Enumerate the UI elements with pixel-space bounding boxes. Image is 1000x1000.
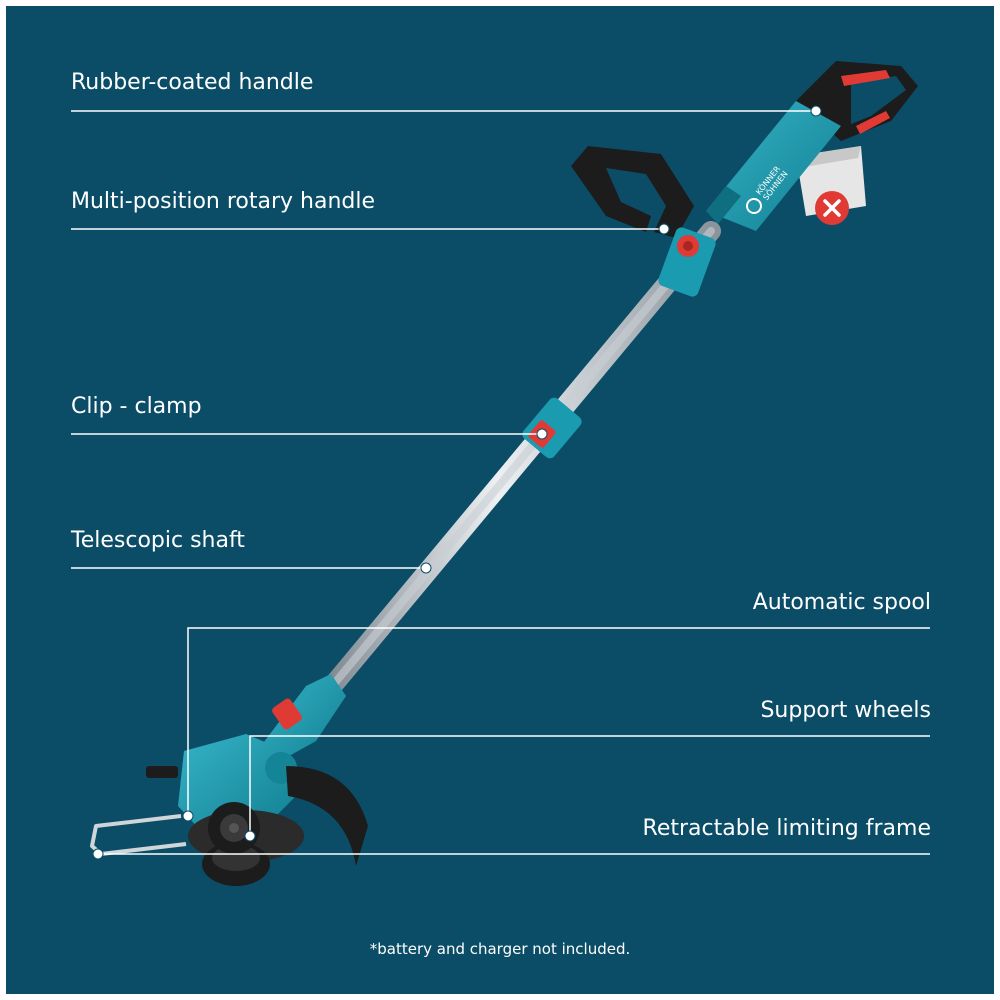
- telescopic-shaft: [314, 221, 721, 706]
- label-multi-position-rotary-handle: Multi-position rotary handle: [71, 189, 376, 214]
- callout-dots: [92, 105, 822, 860]
- label-support-wheels: Support wheels: [760, 698, 931, 723]
- footnote: *battery and charger not included.: [369, 940, 631, 958]
- label-automatic-spool: Automatic spool: [752, 590, 931, 615]
- callout-line-support-wheels: [249, 735, 930, 834]
- label-clip-clamp: Clip - clamp: [71, 394, 202, 419]
- not-included-icon: [815, 191, 849, 225]
- label-rubber-coated-handle: Rubber-coated handle: [71, 70, 314, 95]
- limiting-frame: [90, 814, 187, 856]
- front-d-handle: [571, 146, 716, 297]
- callout-line-automatic-spool: [187, 627, 930, 814]
- trimmer-illustration: KÖNNER SÖHNEN: [71, 61, 930, 886]
- callout-lines: [71, 110, 930, 855]
- product-infographic: KÖNNER SÖHNEN: [6, 6, 994, 994]
- support-wheel: [208, 802, 260, 854]
- label-telescopic-shaft: Telescopic shaft: [71, 528, 245, 553]
- motor-housing-top: [706, 101, 841, 231]
- label-retractable-limiting-frame: Retractable limiting frame: [642, 816, 931, 841]
- battery-pack: [796, 146, 866, 216]
